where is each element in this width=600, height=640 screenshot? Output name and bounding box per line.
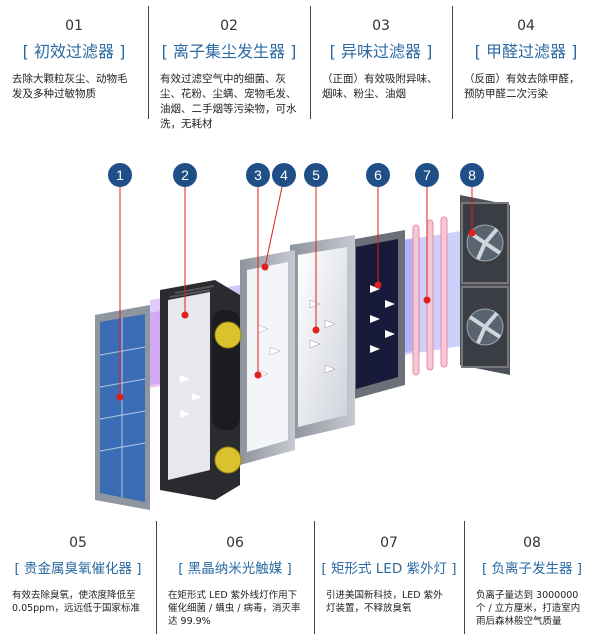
marker-label: 4: [280, 167, 288, 183]
divider: [310, 6, 311, 119]
marker-4: 4: [272, 163, 296, 187]
marker-label: 2: [181, 167, 189, 183]
ion-dust-collector: [160, 280, 242, 500]
divider: [464, 521, 465, 634]
item-01-card: 01 [ 初效过滤器 ] 去除大颗粒灰尘、动物毛发及多种过敏物质: [0, 0, 148, 125]
marker-1: 1: [108, 163, 132, 187]
item-title: [ 矩形式 LED 紫外灯 ]: [321, 561, 457, 577]
marker-label: 6: [374, 167, 382, 183]
item-number: 05: [69, 535, 87, 551]
marker-label: 5: [312, 167, 320, 183]
top-descriptions: 01 [ 初效过滤器 ] 去除大颗粒灰尘、动物毛发及多种过敏物质 02 [ 离子…: [0, 0, 600, 130]
divider: [314, 521, 315, 634]
divider: [452, 6, 453, 119]
marker-label: 3: [254, 167, 262, 183]
item-description: 负离子量达到 3000000 个 / 立方厘米，打造室内雨后森林般空气质量: [476, 590, 581, 627]
bottom-descriptions: 05 [ 贵金属臭氧催化器 ] 有效去除臭氧，使浓度降低至0.05ppm，远远低…: [0, 515, 600, 640]
item-description: 去除大颗粒灰尘、动物毛发及多种过敏物质: [12, 73, 128, 100]
item-description: 引进美国新科技，LED 紫外灯装置，不释放臭氧: [326, 590, 443, 614]
item-number: 01: [65, 18, 83, 34]
precious-metal-catalyst: [290, 235, 355, 440]
leader-lines: [116, 186, 476, 401]
marker-label: 1: [116, 167, 124, 183]
item-number: 07: [380, 535, 398, 551]
item-number: 06: [226, 535, 244, 551]
item-07-card: 07 [ 矩形式 LED 紫外灯 ] 引进美国新科技，LED 紫外灯装置，不释放…: [314, 515, 464, 640]
item-description: 有效去除臭氧，使浓度降低至0.05ppm，远远低于国家标准: [12, 590, 140, 614]
marker-8: 8: [460, 163, 484, 187]
divider: [156, 521, 157, 634]
primary-filter: [95, 305, 150, 510]
marker-label: 7: [423, 167, 431, 183]
uv-led-lamp: [412, 216, 448, 376]
item-number: 08: [523, 535, 541, 551]
item-number: 03: [372, 18, 390, 34]
filter-layers-diagram: 1 2 3 4 5 6 7 8: [95, 163, 510, 510]
item-title: [ 负离子发生器 ]: [481, 561, 583, 577]
item-title: [ 异味过滤器 ]: [329, 42, 433, 61]
item-06-card: 06 [ 黑晶纳米光触媒 ] 在矩形式 LED 紫外线灯作用下催化细菌 / 螨虫…: [156, 515, 314, 640]
markers: 1 2 3 4 5 6 7 8: [108, 163, 484, 187]
item-title: [ 甲醛过滤器 ]: [474, 42, 578, 61]
item-number: 02: [220, 18, 238, 34]
marker-2: 2: [173, 163, 197, 187]
item-description: （正面）有效吸附异味、烟味、粉尘、油烟: [322, 73, 438, 100]
negative-ion-fan: [460, 195, 510, 375]
divider: [148, 6, 149, 119]
item-title: [ 离子集尘发生器 ]: [161, 42, 297, 61]
item-title: [ 初效过滤器 ]: [22, 42, 126, 61]
odor-formaldehyde-filter: [240, 250, 295, 465]
item-05-card: 05 [ 贵金属臭氧催化器 ] 有效去除臭氧，使浓度降低至0.05ppm，远远低…: [0, 515, 156, 640]
item-description: 在矩形式 LED 紫外线灯作用下催化细菌 / 螨虫 / 病毒，消灭率达 99.9…: [168, 590, 301, 627]
marker-7: 7: [415, 163, 439, 187]
item-description: 有效过滤空气中的细菌、灰尘、花粉、尘螨、宠物毛发、油烟、二手烟等污染物，可水洗，…: [160, 73, 297, 130]
item-description: （反面）有效去除甲醛，预防甲醛二次污染: [464, 73, 580, 100]
item-08-card: 08 [ 负离子发生器 ] 负离子量达到 3000000 个 / 立方厘米，打造…: [464, 515, 600, 640]
item-title: [ 黑晶纳米光触媒 ]: [178, 561, 292, 577]
item-04-card: 04 [ 甲醛过滤器 ] （反面）有效去除甲醛，预防甲醛二次污染: [452, 0, 600, 125]
marker-5: 5: [304, 163, 328, 187]
marker-6: 6: [366, 163, 390, 187]
black-crystal-photocatalyst: [350, 230, 405, 400]
item-title: [ 贵金属臭氧催化器 ]: [14, 561, 142, 577]
item-03-card: 03 [ 异味过滤器 ] （正面）有效吸附异味、烟味、粉尘、油烟: [310, 0, 452, 125]
marker-label: 8: [468, 167, 476, 183]
item-number: 04: [517, 18, 535, 34]
item-02-card: 02 [ 离子集尘发生器 ] 有效过滤空气中的细菌、灰尘、花粉、尘螨、宠物毛发、…: [148, 0, 310, 130]
marker-3: 3: [246, 163, 270, 187]
